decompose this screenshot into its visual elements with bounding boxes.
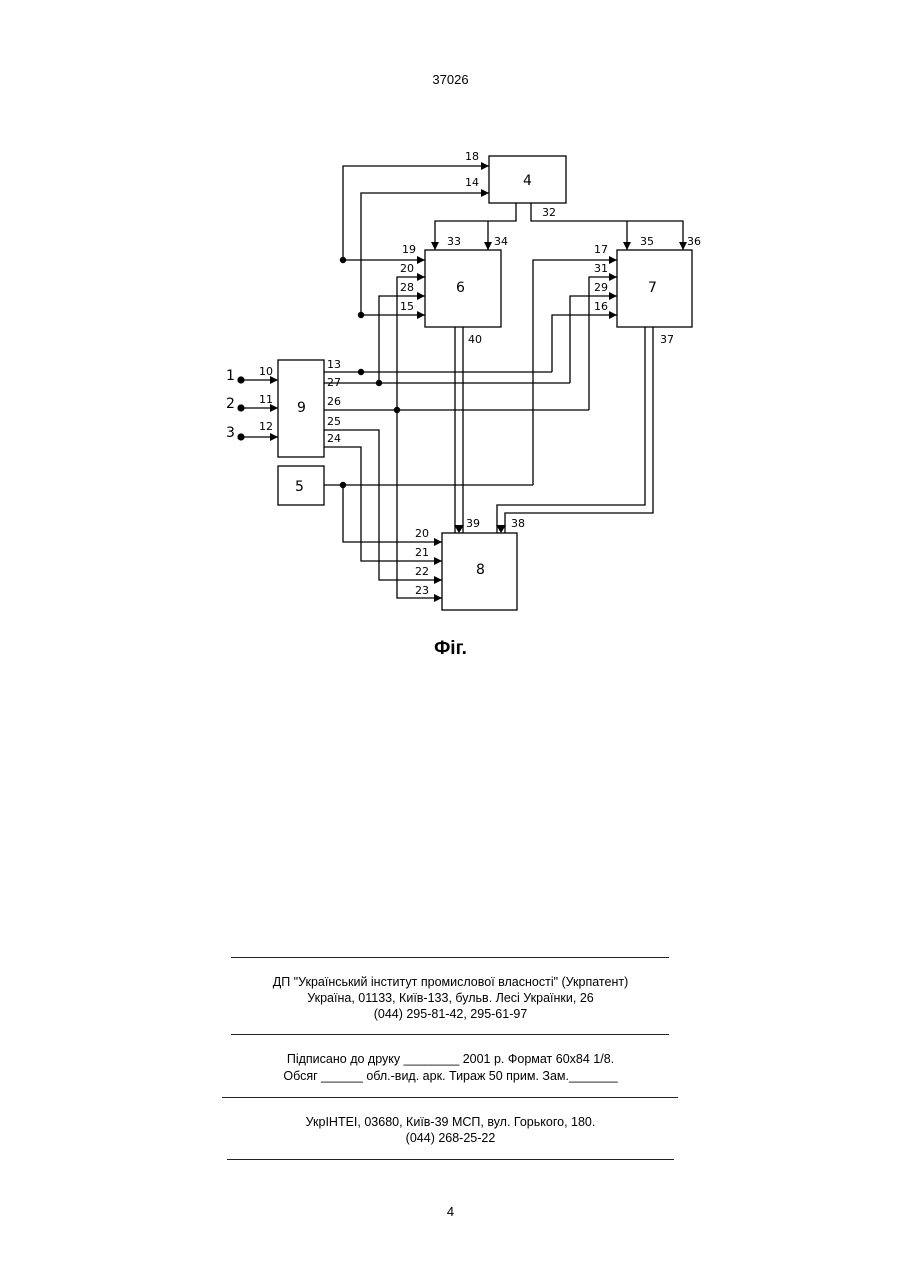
- input-3-label: 3: [226, 425, 235, 441]
- label-39: 39: [466, 517, 480, 530]
- label-20: 20: [400, 262, 414, 275]
- org-line-3: (044) 295-81-42, 295-61-97: [0, 1006, 901, 1022]
- label-33: 33: [447, 235, 461, 248]
- label-25: 25: [327, 415, 341, 428]
- ukr-line-1: УкрІНТЕІ, 03680, Київ-39 МСП, вул. Горьк…: [0, 1114, 901, 1130]
- label-10: 10: [259, 365, 273, 378]
- print-line-2: Обсяг ______ обл.-вид. арк. Тираж 50 при…: [0, 1068, 901, 1084]
- org-line-2: Україна, 01133, Київ-133, бульв. Лесі Ук…: [0, 990, 901, 1006]
- divider: [231, 1034, 669, 1035]
- label-34: 34: [494, 235, 508, 248]
- label-15: 15: [400, 300, 414, 313]
- label-24: 24: [327, 432, 341, 445]
- label-16: 16: [594, 300, 608, 313]
- label-19: 19: [402, 243, 416, 256]
- print-line-1: Підписано до друку ________ 2001 р. Форм…: [0, 1051, 901, 1067]
- page-number: 4: [0, 1204, 901, 1219]
- label-13: 13: [327, 358, 341, 371]
- org-line-1: ДП "Український інститут промислової вла…: [0, 974, 901, 990]
- divider: [227, 1159, 674, 1160]
- figure-caption: Фіг.: [0, 638, 901, 660]
- divider: [222, 1097, 678, 1098]
- block-8-label: 8: [476, 562, 485, 578]
- label-21: 21: [415, 546, 429, 559]
- divider: [231, 957, 669, 958]
- label-22: 22: [415, 565, 429, 578]
- label-37: 37: [660, 333, 674, 346]
- block-9-label: 9: [297, 400, 306, 416]
- label-18: 18: [465, 150, 479, 163]
- input-1-label: 1: [226, 368, 235, 384]
- block-6-label: 6: [456, 280, 465, 296]
- label-29: 29: [594, 281, 608, 294]
- input-2-label: 2: [226, 396, 235, 412]
- label-27: 27: [327, 376, 341, 389]
- label-12: 12: [259, 420, 273, 433]
- label-26: 26: [327, 395, 341, 408]
- label-20-b: 20: [415, 527, 429, 540]
- label-14: 14: [465, 176, 479, 189]
- label-23: 23: [415, 584, 429, 597]
- label-35: 35: [640, 235, 654, 248]
- label-38: 38: [511, 517, 525, 530]
- block-7-label: 7: [648, 280, 657, 296]
- block-5-label: 5: [295, 479, 304, 495]
- label-31: 31: [594, 262, 608, 275]
- label-36: 36: [687, 235, 701, 248]
- label-17: 17: [594, 243, 608, 256]
- label-11: 11: [259, 393, 273, 406]
- label-40: 40: [468, 333, 482, 346]
- block-4-label: 4: [523, 173, 532, 189]
- ukr-line-2: (044) 268-25-22: [0, 1130, 901, 1146]
- label-32: 32: [542, 206, 556, 219]
- label-28: 28: [400, 281, 414, 294]
- block-diagram: 4 5 6 7 8 9 1 2 3 18 14 32 33 34 35 36 1…: [0, 0, 901, 640]
